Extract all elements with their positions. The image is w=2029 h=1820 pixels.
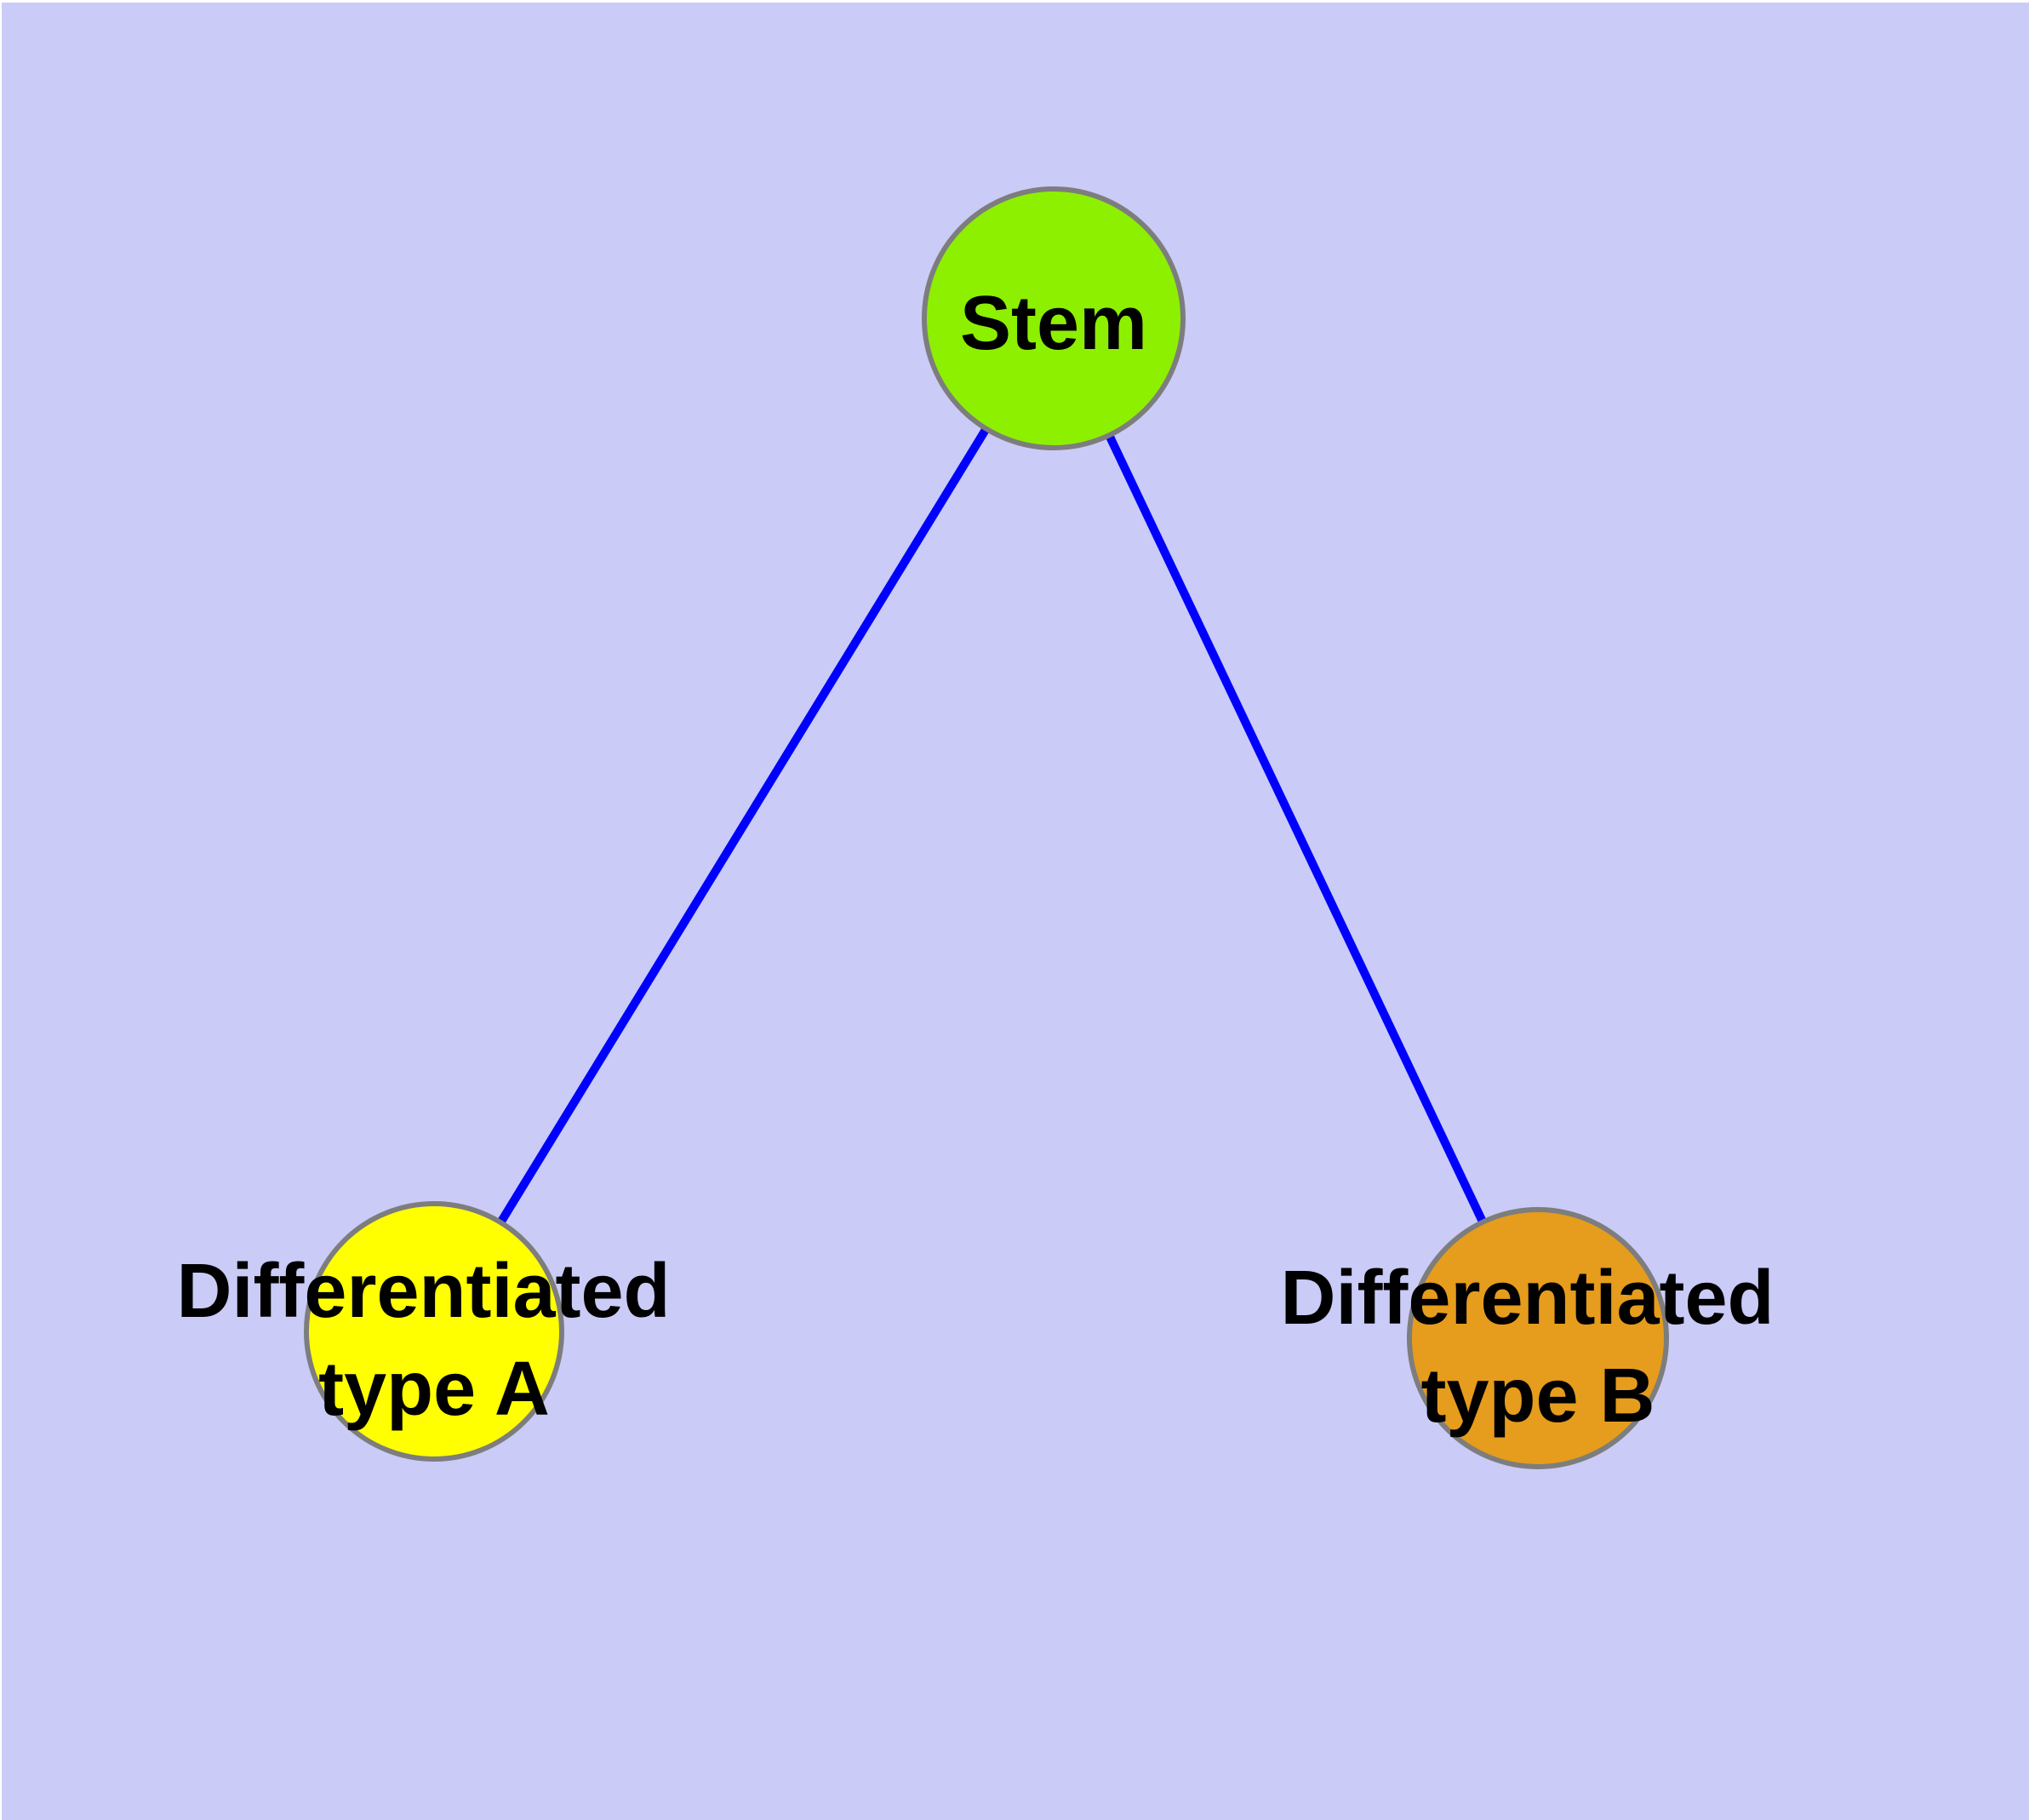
node-type-b-label-line2: type B [1420,1354,1655,1439]
node-type-a-label-line2: type A [318,1347,550,1432]
edge-stem-to-type-b [1049,316,1542,1341]
node-type-a-circle [304,1201,564,1462]
node-type-a-label: Differentiated type A [176,1249,691,1432]
node-type-b-circle [1407,1207,1669,1469]
node-stem: Stem [922,186,1186,450]
node-type-a-label-line1: Differentiated [176,1249,670,1334]
node-type-b-label-line1: Differentiated [1280,1256,1774,1341]
node-type-b-label: Differentiated type B [1280,1256,1795,1439]
node-type-a: Differentiated type A [176,1201,691,1462]
edge-stem-to-type-a [430,316,1058,1334]
node-stem-circle [922,186,1186,450]
node-type-b: Differentiated type B [1280,1207,1795,1469]
node-stem-label: Stem [960,281,1147,366]
